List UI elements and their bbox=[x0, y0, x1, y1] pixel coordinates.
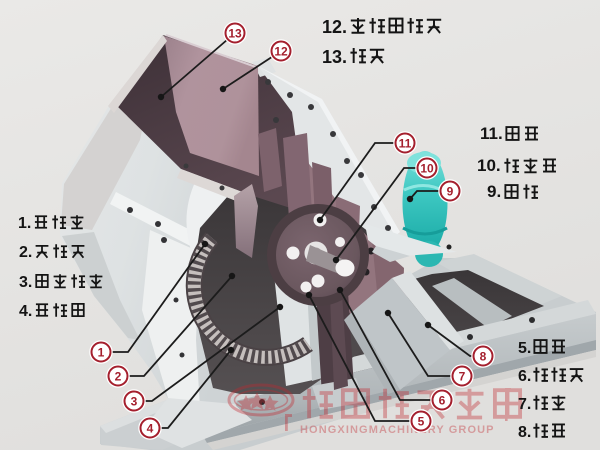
svg-text:8: 8 bbox=[480, 350, 487, 364]
svg-text:11.: 11. bbox=[480, 124, 503, 143]
svg-text:4.: 4. bbox=[19, 303, 32, 320]
svg-text:5: 5 bbox=[418, 415, 425, 429]
svg-text:13.: 13. bbox=[322, 47, 347, 67]
svg-text:1.: 1. bbox=[18, 215, 31, 232]
svg-text:2.: 2. bbox=[19, 244, 32, 261]
svg-text:10: 10 bbox=[420, 162, 434, 176]
svg-text:3.: 3. bbox=[19, 274, 32, 291]
svg-text:7: 7 bbox=[459, 370, 466, 384]
svg-text:2: 2 bbox=[115, 370, 122, 384]
svg-text:7.: 7. bbox=[518, 396, 531, 413]
svg-text:13: 13 bbox=[228, 27, 242, 41]
svg-text:11: 11 bbox=[399, 137, 412, 151]
svg-text:6.: 6. bbox=[518, 368, 531, 385]
svg-text:5.: 5. bbox=[518, 340, 531, 357]
svg-text:HONGXINGMACHINERY GROUP: HONGXINGMACHINERY GROUP bbox=[300, 424, 495, 436]
svg-text:1: 1 bbox=[98, 346, 105, 360]
svg-text:9.: 9. bbox=[487, 182, 501, 201]
svg-text:6: 6 bbox=[439, 394, 446, 408]
svg-text:3: 3 bbox=[131, 395, 138, 409]
svg-text:10.: 10. bbox=[477, 156, 501, 175]
svg-text:12: 12 bbox=[274, 45, 288, 59]
svg-text:9: 9 bbox=[447, 185, 454, 199]
svg-text:8.: 8. bbox=[518, 424, 531, 441]
svg-text:12.: 12. bbox=[322, 17, 347, 37]
svg-text:4: 4 bbox=[147, 422, 154, 436]
